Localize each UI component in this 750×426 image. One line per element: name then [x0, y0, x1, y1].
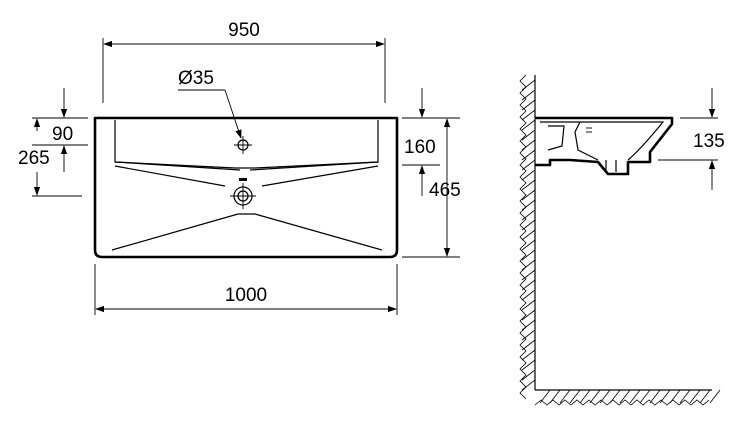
dimension-label-left-total: 265: [18, 148, 50, 169]
dimension-label-left-upper: 90: [52, 124, 73, 145]
floor-hatching: [534, 389, 721, 406]
dimension-side-height: 135: [658, 88, 725, 190]
dimension-label-top-width: 950: [228, 20, 260, 41]
wall-hatching: [519, 74, 536, 400]
basin-deck: [114, 120, 379, 169]
dimension-label-tap-hole: Ø35: [178, 68, 214, 89]
dimension-label-side-height: 135: [693, 131, 725, 152]
front-view: [93, 116, 399, 259]
dimension-right: 160 465: [402, 88, 461, 258]
dimension-left: 90 265: [18, 88, 88, 197]
side-view: [519, 74, 721, 406]
dimension-label-right-total: 465: [429, 180, 461, 201]
basin-section: [535, 116, 674, 176]
basin-outline: [93, 116, 399, 259]
dimension-bottom-width: 1000: [94, 264, 398, 315]
dimension-label-bottom-width: 1000: [225, 285, 267, 306]
bowl-outline: [114, 165, 379, 187]
dimension-tap-hole: Ø35: [178, 68, 242, 139]
dimension-top-width: 950: [102, 20, 386, 103]
dimension-label-right-upper: 160: [404, 137, 436, 158]
overflow-slot: [239, 178, 247, 181]
